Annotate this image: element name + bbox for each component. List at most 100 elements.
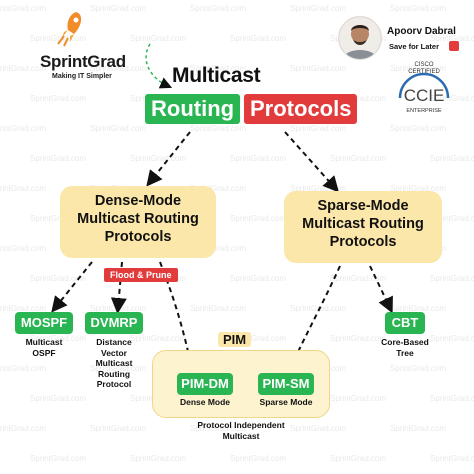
watermark-text: SprintGrad.com	[290, 64, 347, 73]
watermark-text: SprintGrad.com	[290, 124, 347, 133]
watermark-text: SprintGrad.com	[30, 154, 87, 163]
mospf-desc: Multicast OSPF	[15, 337, 73, 358]
watermark-text: SprintGrad.com	[230, 34, 287, 43]
watermark-text: SprintGrad.com	[330, 274, 387, 283]
watermark-text: SprintGrad.com	[290, 424, 347, 433]
pim-desc: Protocol Independent Multicast	[180, 420, 302, 441]
watermark-text: SprintGrad.com	[330, 454, 387, 463]
watermark-text: SprintGrad.com	[190, 424, 247, 433]
watermark-text: SprintGrad.com	[0, 304, 47, 313]
pim-sm-desc: Sparse Mode	[259, 397, 313, 407]
watermark-text: SprintGrad.com	[330, 154, 387, 163]
watermark-text: SprintGrad.com	[430, 94, 474, 103]
watermark-text: SprintGrad.com	[130, 334, 187, 343]
watermark-text: SprintGrad.com	[230, 274, 287, 283]
title-protocols-pill: Protocols	[244, 94, 358, 124]
arrow-title-to-sparse	[284, 131, 339, 193]
cbt-pill: CBT	[385, 312, 425, 334]
watermark-text: SprintGrad.com	[430, 274, 474, 283]
title-line1: Multicast	[172, 64, 261, 87]
watermark-text: SprintGrad.com	[30, 214, 87, 223]
watermark-text: SprintGrad.com	[390, 184, 447, 193]
watermark-text: SprintGrad.com	[130, 34, 187, 43]
watermark-text: SprintGrad.com	[30, 34, 87, 43]
watermark-text: SprintGrad.com	[190, 184, 247, 193]
watermark-text: SprintGrad.com	[90, 4, 147, 13]
svg-text:ENTERPRISE: ENTERPRISE	[406, 108, 441, 114]
watermark-text: SprintGrad.com	[190, 244, 247, 253]
watermark-text: SprintGrad.com	[30, 394, 87, 403]
bookmark-icon[interactable]	[449, 41, 459, 51]
mospf-pill: MOSPF	[15, 312, 73, 334]
watermark-text: SprintGrad.com	[330, 394, 387, 403]
arrow-title-to-dense	[146, 131, 191, 187]
watermark-text: SprintGrad.com	[330, 334, 387, 343]
dense-mode-box: Dense-Mode Multicast Routing Protocols	[60, 186, 216, 258]
watermark-text: SprintGrad.com	[330, 94, 387, 103]
save-for-later-label[interactable]: Save for Later	[389, 42, 440, 51]
avatar	[338, 16, 382, 60]
brand-tagline: Making IT Simpler	[52, 73, 112, 80]
watermark-text: SprintGrad.com	[290, 304, 347, 313]
watermark-text: SprintGrad.com	[390, 4, 447, 13]
watermark-text: SprintGrad.com	[290, 184, 347, 193]
svg-text:CCIE: CCIE	[404, 86, 445, 105]
dvmrp-desc-line4: Routing	[97, 368, 131, 379]
sparse-mode-box: Sparse-Mode Multicast Routing Protocols	[284, 191, 442, 263]
watermark-text: SprintGrad.com	[0, 244, 47, 253]
watermark-text: SprintGrad.com	[90, 364, 147, 373]
pim-sm-pill: PIM-SM	[258, 373, 314, 395]
watermark-text: SprintGrad.com	[230, 454, 287, 463]
svg-text:CISCO: CISCO	[414, 62, 433, 68]
dvmrp-desc-line2: Vector	[101, 347, 127, 358]
title-routing-pill: Routing	[145, 94, 241, 124]
watermark-text: SprintGrad.com	[30, 94, 87, 103]
pim-desc-line2: Multicast	[222, 430, 260, 441]
dvmrp-desc: Distance Vector Multicast Routing Protoc…	[85, 337, 143, 390]
watermark-text: SprintGrad.com	[430, 394, 474, 403]
watermark-text: SprintGrad.com	[430, 454, 474, 463]
watermark-text: SprintGrad.com	[0, 64, 47, 73]
arrow-dense-to-mospf	[51, 261, 93, 313]
watermark-text: SprintGrad.com	[0, 424, 47, 433]
watermark-text: SprintGrad.com	[130, 154, 187, 163]
pim-dm-desc: Dense Mode	[179, 397, 231, 407]
watermark-text: SprintGrad.com	[230, 214, 287, 223]
watermark-text: SprintGrad.com	[390, 64, 447, 73]
watermark-text: SprintGrad.com	[190, 304, 247, 313]
dvmrp-desc-line5: Protocol	[96, 379, 132, 389]
watermark-text: SprintGrad.com	[130, 454, 187, 463]
watermark-text: SprintGrad.com	[430, 34, 474, 43]
pim-label: PIM	[218, 332, 252, 347]
watermark-text: SprintGrad.com	[230, 154, 287, 163]
cbt-desc-line1: Core-Based	[381, 337, 429, 347]
brand-name: SprintGrad	[40, 52, 126, 71]
watermark-text: SprintGrad.com	[0, 184, 47, 193]
cbt-desc: Core-Based Tree	[370, 337, 440, 358]
watermark-text: SprintGrad.com	[430, 214, 474, 223]
swirl-arrow	[145, 43, 173, 89]
flood-prune-label: Flood & Prune	[104, 268, 178, 282]
arrow-sparse-to-pimsm	[286, 265, 341, 376]
dvmrp-desc-line1: Distance	[96, 337, 132, 347]
rocket-logo-icon	[57, 12, 82, 47]
ccie-badge: CISCO CERTIFIED CCIE ENTERPRISE	[392, 58, 456, 118]
watermark-text: SprintGrad.com	[30, 454, 87, 463]
author-name: Apoorv Dabral	[387, 26, 456, 37]
arrow-dense-to-dvmrp	[110, 261, 127, 314]
watermark-text: SprintGrad.com	[90, 424, 147, 433]
mospf-desc-line1: Multicast	[25, 337, 63, 347]
dvmrp-desc-line3: Multicast	[95, 358, 133, 368]
watermark-text: SprintGrad.com	[390, 364, 447, 373]
watermark-text: SprintGrad.com	[0, 124, 47, 133]
pim-dm-pill: PIM-DM	[177, 373, 233, 395]
watermark-text: SprintGrad.com	[30, 334, 87, 343]
watermark-text: SprintGrad.com	[30, 274, 87, 283]
watermark-text: SprintGrad.com	[90, 124, 147, 133]
watermark-text: SprintGrad.com	[290, 4, 347, 13]
watermark-text: SprintGrad.com	[0, 364, 47, 373]
watermark-text: SprintGrad.com	[90, 64, 147, 73]
dvmrp-pill: DVMRP	[85, 312, 143, 334]
watermark-text: SprintGrad.com	[190, 124, 247, 133]
